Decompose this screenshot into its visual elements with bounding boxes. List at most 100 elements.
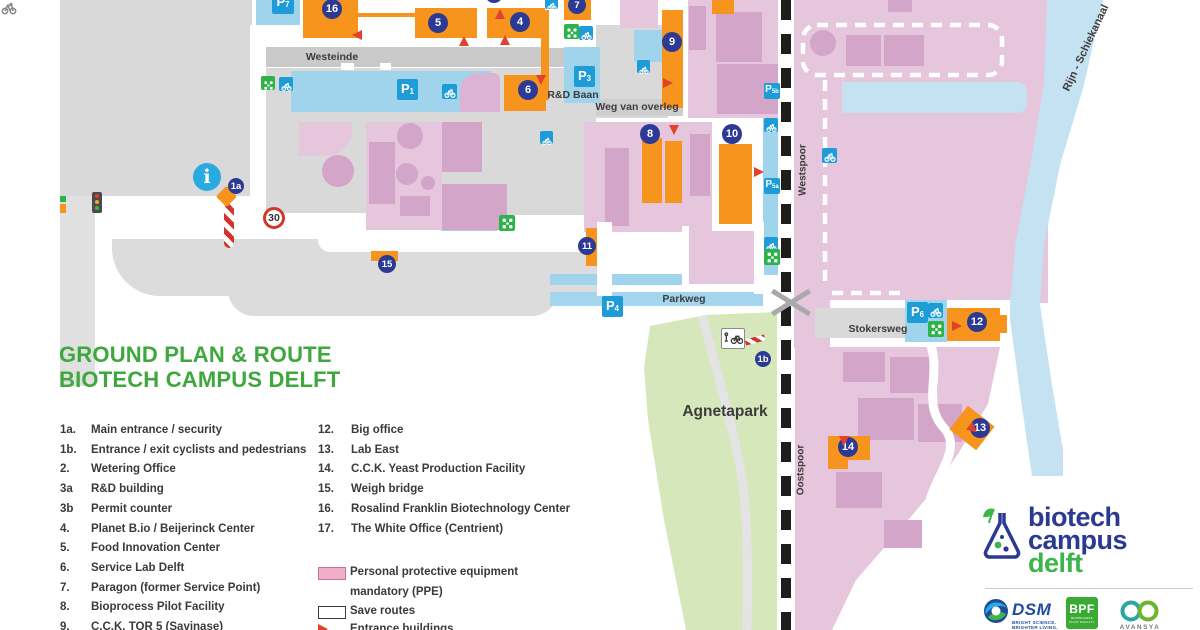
legend-item-label: Weigh bridge bbox=[351, 483, 424, 495]
dsm-logo: DSM BRIGHT SCIENCE. BRIGHTER LIVING. bbox=[983, 598, 1063, 630]
legend-item: 15. Weigh bridge bbox=[318, 483, 578, 495]
ppe-building bbox=[884, 520, 922, 548]
legend-item-label: Planet B.io / Beijerinck Center bbox=[91, 523, 255, 535]
building-marker-1a: 1a bbox=[228, 178, 244, 194]
ppe-building bbox=[888, 0, 912, 12]
map-label: Oostspoor bbox=[795, 444, 807, 496]
building-marker-1b: 1b bbox=[755, 351, 771, 367]
map-label: Westspoor bbox=[797, 144, 809, 196]
crossing-icon bbox=[764, 249, 780, 265]
logo-divider bbox=[985, 588, 1193, 589]
bicycle-icon bbox=[637, 60, 650, 74]
legend-item: 9.C.C.K. TOR 5 (Savinase) bbox=[60, 621, 315, 630]
building-marker-8: 8 bbox=[640, 124, 660, 144]
ppe-building bbox=[843, 352, 885, 382]
building-connector bbox=[358, 13, 416, 17]
walkway bbox=[923, 336, 955, 502]
bicycle-icon bbox=[540, 131, 553, 145]
building-10 bbox=[719, 144, 752, 224]
legend-item-label: Food Innovation Center bbox=[91, 542, 221, 554]
pedestrian-bike-glyph bbox=[724, 332, 744, 345]
ppe-building bbox=[690, 134, 710, 196]
park-path bbox=[697, 314, 752, 630]
bicycle-icon bbox=[442, 84, 457, 99]
ppe-building bbox=[846, 35, 881, 66]
legend-item-label: Paragon (former Service Point) bbox=[91, 582, 261, 594]
ground-block-topleft bbox=[60, 0, 252, 196]
legend-item: 2. Wetering Office bbox=[60, 463, 315, 475]
entrance-arrow-icon bbox=[352, 30, 362, 40]
dsm-swirl-icon bbox=[984, 599, 1008, 623]
legend-item-number: 13. bbox=[318, 444, 334, 456]
canal-water bbox=[1009, 0, 1103, 476]
entrance-arrow-icon bbox=[663, 78, 673, 88]
amber-light bbox=[95, 200, 99, 204]
legend-item-number: 4. bbox=[60, 523, 70, 535]
save-routes-label: Save routes bbox=[350, 605, 416, 617]
ppe-swatch bbox=[318, 567, 346, 580]
road-gap bbox=[597, 222, 612, 296]
bicycle-icon bbox=[928, 303, 943, 318]
bicycle-icon bbox=[279, 77, 293, 91]
green-light bbox=[95, 206, 99, 210]
ppe-label-line1: Personal protective equipment bbox=[350, 566, 519, 578]
legend-item-number: 3a bbox=[60, 483, 73, 495]
parking-lot-p1 bbox=[291, 71, 491, 112]
building-marker-2: 2 bbox=[485, 0, 503, 3]
legend-item: 16.Rosalind Franklin Biotechnology Cente… bbox=[318, 503, 578, 515]
ground-strip-left bbox=[60, 196, 95, 386]
striped-barrier bbox=[224, 204, 234, 248]
building-marker-7: 7 bbox=[568, 0, 586, 14]
save-routes-swatch bbox=[318, 606, 346, 619]
legend-item-number: 7. bbox=[60, 582, 70, 594]
legend-item-number: 1b. bbox=[60, 444, 77, 456]
road-gap bbox=[754, 222, 764, 294]
brand-word-delft: delft bbox=[1028, 548, 1083, 578]
legend-item-number: 2. bbox=[60, 463, 70, 475]
building-marker-11: 11 bbox=[578, 237, 596, 255]
legend-item-label: Big office bbox=[351, 424, 404, 436]
legend-item-number: 15. bbox=[318, 483, 334, 495]
stokersweg-road bbox=[815, 308, 910, 338]
map-label: Westeinde bbox=[305, 51, 359, 63]
ppe-zone bbox=[620, 0, 658, 28]
ppe-tank bbox=[810, 30, 836, 56]
crossing-icon bbox=[261, 76, 275, 90]
bicycle-icon bbox=[822, 148, 837, 163]
map-label: Rijn - Schiekanaal bbox=[1060, 2, 1112, 94]
map-label: Weg van overleg bbox=[595, 101, 679, 113]
road-gap bbox=[548, 0, 565, 48]
building-orange-small bbox=[712, 0, 734, 14]
legend-item-number: 9. bbox=[60, 621, 70, 630]
building-marker-9: 9 bbox=[662, 32, 682, 52]
legend-item-label: Wetering Office bbox=[91, 463, 176, 475]
railway-track bbox=[781, 0, 791, 630]
building-marker-15: 15 bbox=[378, 255, 396, 273]
page-title: GROUND PLAN & ROUTE BIOTECH CAMPUS DELFT bbox=[59, 342, 340, 392]
ppe-building bbox=[400, 196, 430, 216]
road-gap bbox=[682, 226, 689, 286]
legend-item: 13.Lab East bbox=[318, 444, 578, 456]
biotech-flask-icon bbox=[983, 508, 1021, 559]
legend-item-number: 3b bbox=[60, 503, 74, 515]
ppe-building bbox=[858, 398, 914, 440]
building-8a bbox=[642, 138, 662, 203]
crossing-icon bbox=[564, 24, 579, 39]
entrance-arrow-icon bbox=[495, 9, 505, 19]
crossing-icon bbox=[928, 321, 944, 337]
map-label: Stokersweg bbox=[848, 323, 908, 335]
info-icon: i bbox=[193, 163, 221, 191]
ppe-building bbox=[716, 12, 762, 62]
legend-item-number: 6. bbox=[60, 562, 70, 574]
